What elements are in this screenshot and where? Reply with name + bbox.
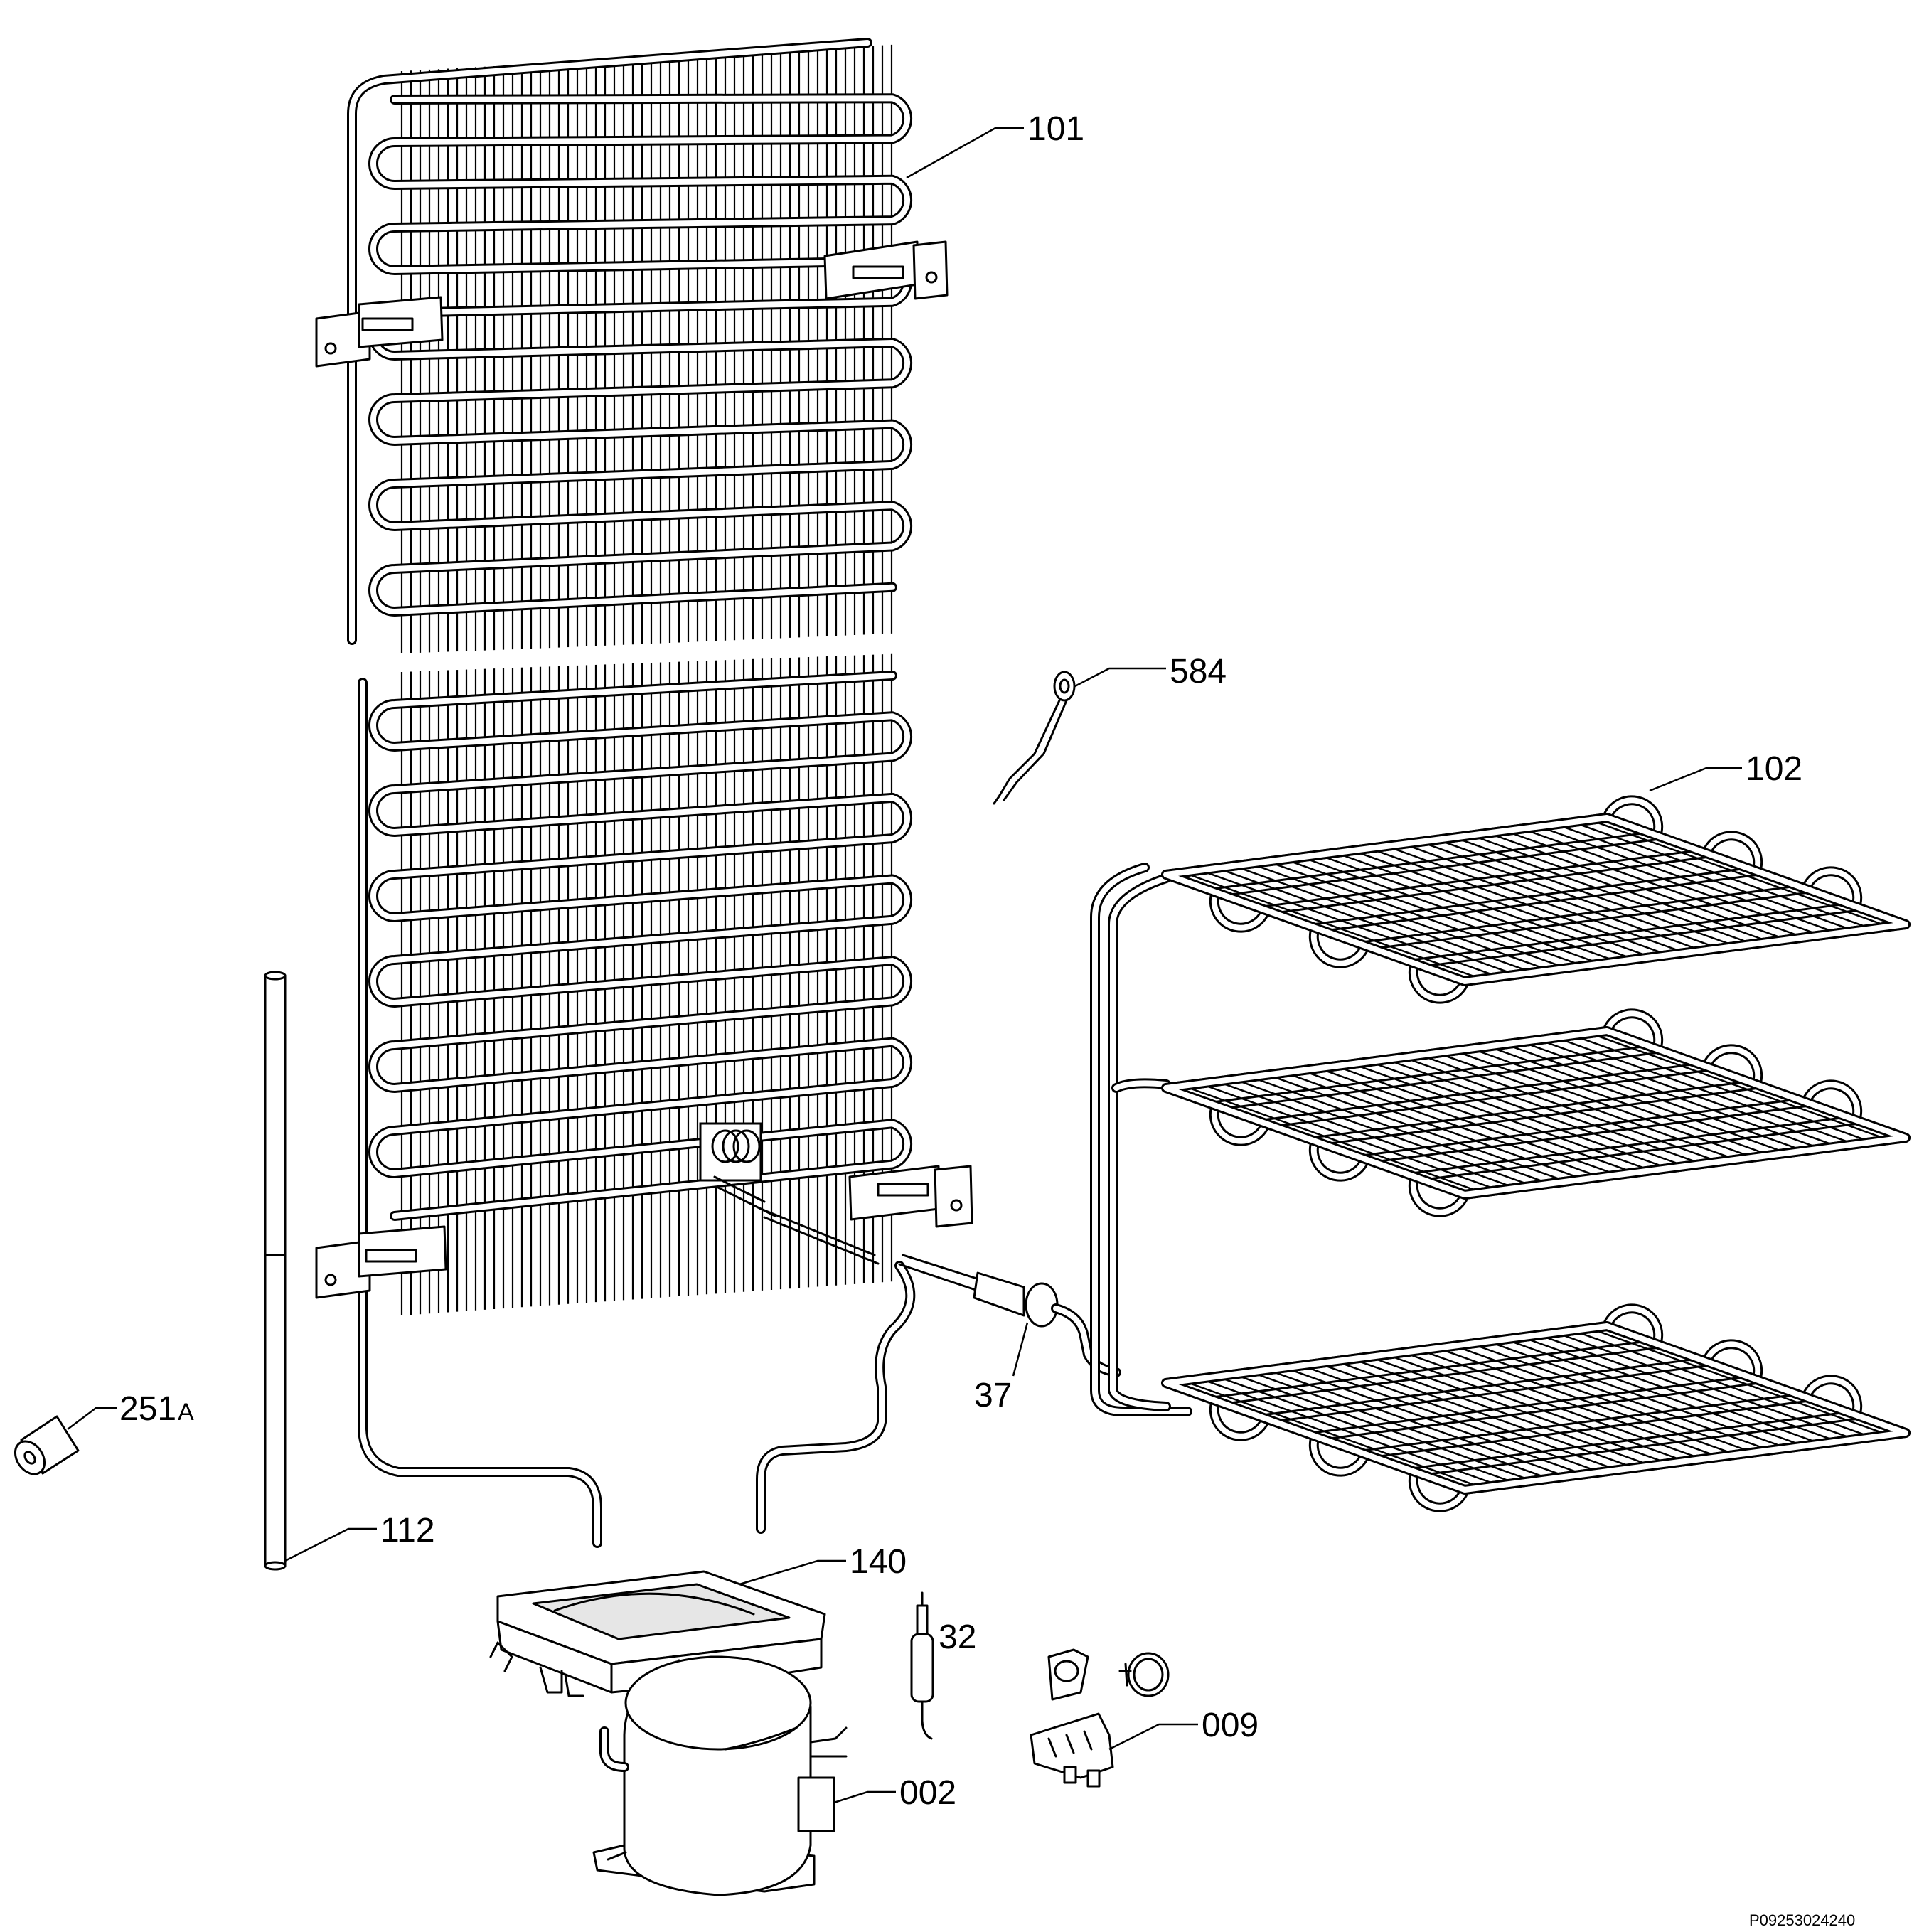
compressor-002 <box>592 1655 896 1896</box>
part-32-thermostat-probe <box>910 1591 934 1740</box>
condenser-inlet-tube <box>756 1261 916 1534</box>
evaporator-shelf <box>1161 1008 1911 1217</box>
part-112-tube <box>264 971 377 1571</box>
condenser-bracket-bottom-left <box>315 1225 447 1299</box>
tube-112-body <box>264 974 287 1567</box>
label-102: 102 <box>1746 750 1802 788</box>
leader-101 <box>906 127 1024 179</box>
compressor-tray-140 <box>489 1559 846 1697</box>
leader-102 <box>1649 767 1742 792</box>
label-32: 32 <box>939 1618 976 1656</box>
condenser-bracket-bottom-right <box>848 1165 973 1228</box>
part-584-clip <box>993 667 1166 805</box>
evaporator-frame-back <box>1108 873 1171 1411</box>
label-140: 140 <box>850 1543 907 1581</box>
evaporator-shelf <box>1161 795 1911 1004</box>
label-584: 584 <box>1170 653 1227 690</box>
condenser-bracket-top-left <box>315 296 444 368</box>
filter-dryer-37 <box>1012 1282 1121 1377</box>
label-251-suffix: A <box>178 1399 194 1426</box>
drawing-code: P09253024240 <box>1749 1911 1855 1929</box>
label-251: 251 <box>119 1390 176 1428</box>
condenser-bracket-top-right <box>823 240 949 300</box>
label-002: 002 <box>899 1774 956 1812</box>
condenser-serpentine-tube <box>368 93 913 1221</box>
evaporator-102 <box>1090 795 1911 1512</box>
label-37: 37 <box>974 1377 1012 1414</box>
part-251a-sleeve <box>14 1407 117 1475</box>
condenser-coil-clip <box>699 1122 776 1217</box>
label-112: 112 <box>380 1512 435 1549</box>
part-009-relay <box>1030 1648 1198 1788</box>
label-101: 101 <box>1027 110 1084 148</box>
condenser-101 <box>315 38 1025 1548</box>
label-009: 009 <box>1202 1707 1259 1744</box>
evaporator-shelf <box>1161 1303 1911 1512</box>
